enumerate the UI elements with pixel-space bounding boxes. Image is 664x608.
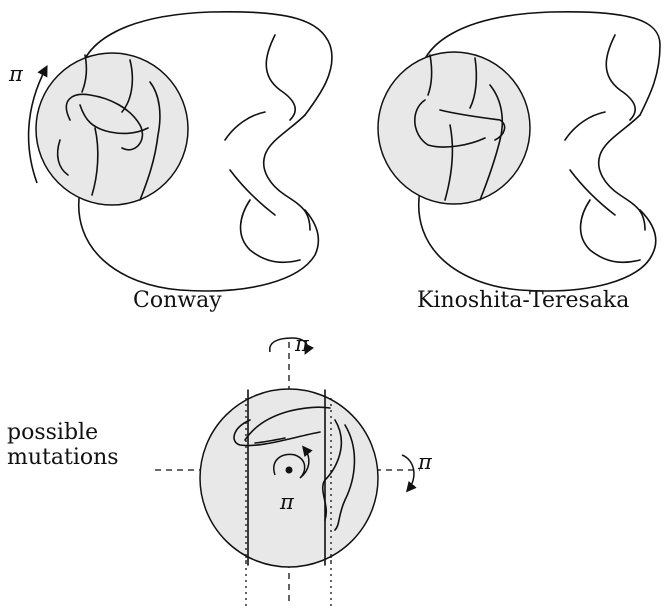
conway-knot bbox=[77, 10, 333, 292]
pi-vertical-axis: π bbox=[295, 332, 309, 356]
conway-outer-loop-bottom bbox=[77, 189, 320, 292]
label-conway: Conway bbox=[133, 288, 222, 313]
kt-right-strand-4 bbox=[564, 111, 606, 141]
conway-right-strand-2 bbox=[265, 34, 296, 121]
pi-center: π bbox=[280, 490, 294, 514]
kt-right-strand-1 bbox=[598, 114, 646, 231]
kt-outer-loop-top bbox=[418, 10, 661, 116]
kt-right-strand-5 bbox=[569, 169, 616, 216]
center-rotation-arrow bbox=[273, 445, 313, 479]
kt-knot bbox=[417, 10, 661, 292]
mutation-disk bbox=[199, 388, 379, 568]
pi-horizontal-axis: π bbox=[418, 450, 432, 474]
label-possible-mutations: possible mutations bbox=[7, 420, 119, 471]
conway-right-strand-4 bbox=[224, 111, 266, 141]
kt-right-strand-3 bbox=[579, 199, 641, 264]
kt-right-strand-2 bbox=[605, 34, 636, 121]
mutation-tangle-strands bbox=[233, 389, 356, 566]
center-dot bbox=[285, 466, 293, 474]
label-kinoshita-teresaka: Kinoshita-Teresaka bbox=[417, 288, 630, 313]
vertical-rotation-arrow bbox=[269, 337, 314, 355]
kt-tangle-strands bbox=[414, 54, 506, 201]
label-mutations: mutations bbox=[7, 445, 119, 471]
conway-right-strand-1 bbox=[263, 114, 311, 231]
conway-right-strand-5 bbox=[229, 169, 276, 216]
label-possible: possible bbox=[7, 420, 99, 445]
kt-outer-loop-bottom bbox=[417, 189, 657, 292]
conway-outer-loop-top bbox=[78, 10, 333, 116]
pi-top-left: π bbox=[9, 62, 23, 86]
conway-tangle-disk bbox=[35, 52, 189, 206]
kt-tangle-disk bbox=[377, 51, 531, 205]
horizontal-rotation-arrow bbox=[401, 454, 417, 493]
conway-tangle-strands bbox=[56, 54, 161, 201]
conway-rotation-arrow bbox=[27, 65, 48, 184]
conway-right-strand-3 bbox=[239, 199, 301, 264]
